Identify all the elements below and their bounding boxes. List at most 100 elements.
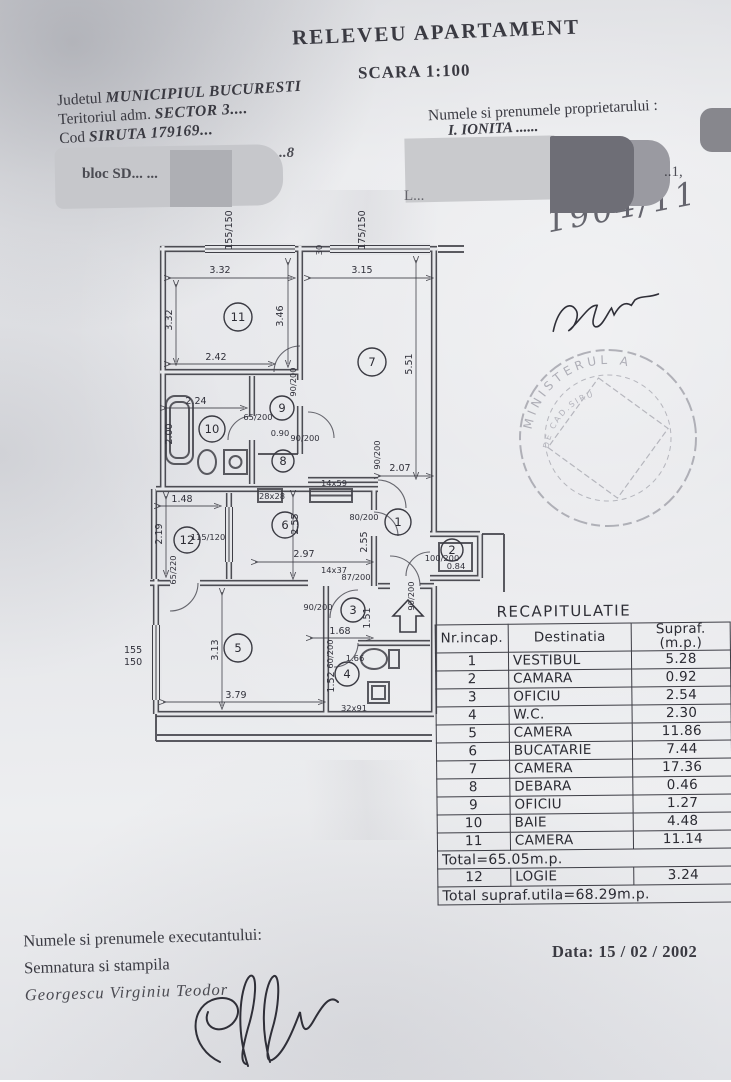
signature-stroke <box>194 974 339 1067</box>
fixture-label: 14x37 <box>321 565 347 575</box>
dim-label: 3.15 <box>351 265 372 276</box>
bottom-fragment: L... <box>404 188 425 204</box>
dim-label: 2.07 <box>389 463 410 474</box>
date-label: Data: 15 / 02 / 2002 <box>552 942 698 961</box>
redaction-corner <box>700 108 731 152</box>
cell-supr: 0.92 <box>631 667 731 687</box>
building-continuation-lines <box>155 245 505 742</box>
door-arcs <box>169 345 431 668</box>
cell-dest: LOGIE <box>510 866 634 887</box>
bathtub-inner <box>169 401 190 459</box>
cell-dest: OFICIU <box>508 686 633 707</box>
washbasin-bowl <box>228 455 243 469</box>
cell-nr: 10 <box>437 814 511 834</box>
cell-nr: 4 <box>436 706 510 726</box>
room-4-number: 4 <box>343 667 350 681</box>
pipe-label: 32x91 <box>341 703 367 713</box>
judet-label: Judetul <box>56 89 103 110</box>
cell-supr: 1.27 <box>632 793 731 813</box>
recap-title: RECAPITULATIE <box>496 601 632 621</box>
fixture-label: 28x28 <box>259 491 285 501</box>
wc-sink <box>367 681 390 704</box>
cell-supr: 4.48 <box>633 811 731 831</box>
total-final: Total supraf.utila=68.29m.p. <box>437 883 731 906</box>
kitchen-vent-box <box>257 488 283 503</box>
col-header-dest: Destinatia <box>508 622 632 653</box>
redaction-box-right-dark <box>550 136 634 213</box>
cell-nr: 1 <box>435 652 509 672</box>
entry-door-label: 90/200 <box>406 581 416 610</box>
door-label: 90/200 <box>372 440 382 469</box>
dim-label: 1.52 <box>326 671 337 692</box>
entrance-arrow <box>391 598 425 633</box>
executor-signature <box>194 974 339 1067</box>
room-6-number: 6 <box>281 518 288 532</box>
dim-label: 3.32 <box>164 309 175 330</box>
dim-label: 1.66 <box>346 653 364 663</box>
dim-label: 3.46 <box>275 305 286 326</box>
cell-supr: 0.46 <box>632 775 731 795</box>
cell-dest: CAMERA <box>509 722 633 743</box>
dim-label: 2.00 <box>164 423 175 444</box>
cell-nr: 5 <box>436 724 510 744</box>
cell-dest: CAMERA <box>510 830 634 851</box>
official-round-stamp: MINISTERUL A DE CAD.SIRU <box>511 348 697 527</box>
cell-supr: 3.24 <box>633 865 731 885</box>
room-2-number: 2 <box>448 543 455 557</box>
cell-dest: OFICIU <box>509 794 634 815</box>
cell-supr: 2.54 <box>631 685 731 705</box>
stamp-arc-text: MINISTERUL A <box>511 348 642 432</box>
cell-dest: DEBARA <box>509 776 633 797</box>
door-label: 90/200 <box>303 602 332 612</box>
door-label: 65/200 <box>243 412 272 422</box>
right-edge-fragment: ..1, <box>664 164 683 180</box>
table-total-final-row: Total supraf.utila=68.29m.p. <box>437 883 731 906</box>
dim-label: 0.84 <box>447 561 465 571</box>
cell-nr: 3 <box>435 688 509 708</box>
room-5-number: 5 <box>234 641 241 655</box>
window-label: 150 <box>124 657 142 668</box>
cell-supr: 2.30 <box>632 703 731 723</box>
door-label: 65/220 <box>168 555 178 584</box>
dim-label: 1.48 <box>171 494 192 505</box>
door-label: 100/200 <box>425 553 459 563</box>
cell-nr: 11 <box>437 832 511 852</box>
fixtures <box>165 395 473 704</box>
washbasin <box>223 449 248 475</box>
pier-label: 30 <box>314 245 324 256</box>
cell-supr: 7.44 <box>632 739 731 759</box>
dimension-lines <box>158 260 430 706</box>
room-9-number: 9 <box>278 401 285 415</box>
wc-sink-inner <box>371 685 386 700</box>
room-10-number: 10 <box>205 422 220 436</box>
dim-label: 2.19 <box>154 523 165 544</box>
inspector-signature <box>552 293 660 333</box>
signature-stroke <box>552 293 660 333</box>
window-label: 155 <box>124 645 142 656</box>
windows <box>150 243 430 700</box>
door-label: 60/200 <box>325 639 335 668</box>
room-7-number: 7 <box>368 355 375 369</box>
cell-supr: 5.28 <box>631 649 731 669</box>
cell-nr: 6 <box>436 742 510 762</box>
cell-nr: 12 <box>437 868 511 888</box>
cell-supr: 11.14 <box>633 829 731 849</box>
bathtub <box>165 395 194 465</box>
window-label: 155/150 <box>224 210 235 249</box>
window-label: 175/150 <box>357 210 368 249</box>
stamp-inner-ring <box>544 374 672 502</box>
dim-label: 2.97 <box>293 549 314 560</box>
table-header-row: Nr.incap. Destinatia Supraf.(m.p.) <box>435 621 731 654</box>
redaction-box-left-dark <box>170 150 232 207</box>
cell-dest: VESTIBUL <box>508 650 632 671</box>
stamp-diamond <box>547 377 669 499</box>
room-3-number: 3 <box>349 603 356 617</box>
wc-toilet <box>360 648 388 670</box>
dim-label: 2.42 <box>205 352 226 363</box>
dim-label: 2.24 <box>185 396 206 407</box>
dim-label: 5.51 <box>404 353 415 374</box>
cell-nr: 7 <box>436 760 510 780</box>
col-header-supr: Supraf.(m.p.) <box>631 621 731 651</box>
